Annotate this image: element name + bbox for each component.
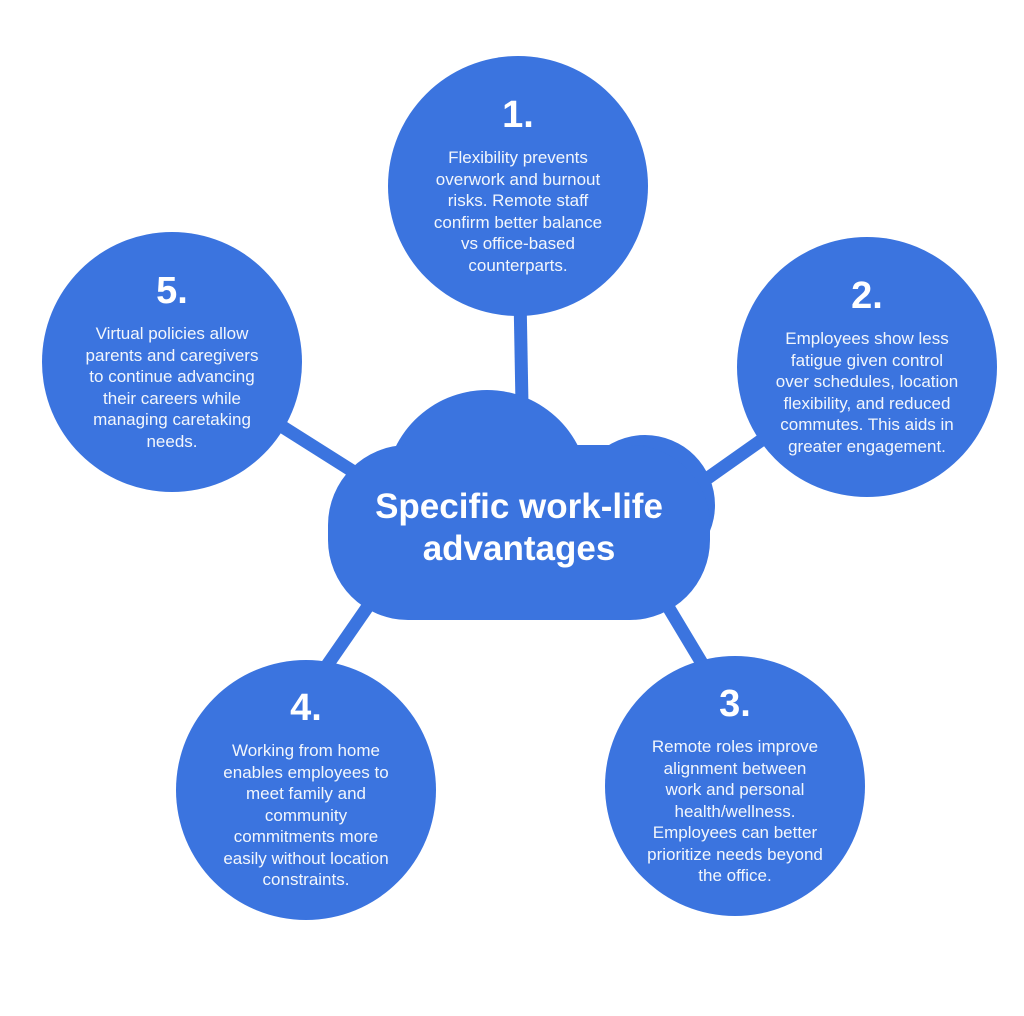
node-4-text: Working from home enables employees to m… [223,741,389,890]
node-4-number: 4. [290,687,322,730]
node-1-number: 1. [502,94,534,136]
node-4: 4. Working from home enables employees t… [176,660,436,920]
center-topic-label: Specific work-life advantages [375,487,663,568]
node-5: 5. Virtual policies allow parents and ca… [42,232,302,492]
node-1: 1. Flexibility prevents overwork and bur… [388,56,648,316]
cloud-body [328,445,710,620]
node-3-text: Remote roles improve alignment between w… [647,737,823,886]
node-2: 2. Employees show less fatigue given con… [737,237,997,497]
node-5-text: Virtual policies allow parents and careg… [85,324,259,451]
node-3: 3. Remote roles improve alignment betwee… [605,656,865,916]
node-1-text: Flexibility prevents overwork and burnou… [433,148,603,275]
cloud-shape [328,390,715,620]
node-2-number: 2. [851,275,883,317]
node-3-number: 3. [719,683,751,726]
node-2-text: Employees show less fatigue given contro… [775,329,959,456]
node-5-number: 5. [156,270,188,312]
